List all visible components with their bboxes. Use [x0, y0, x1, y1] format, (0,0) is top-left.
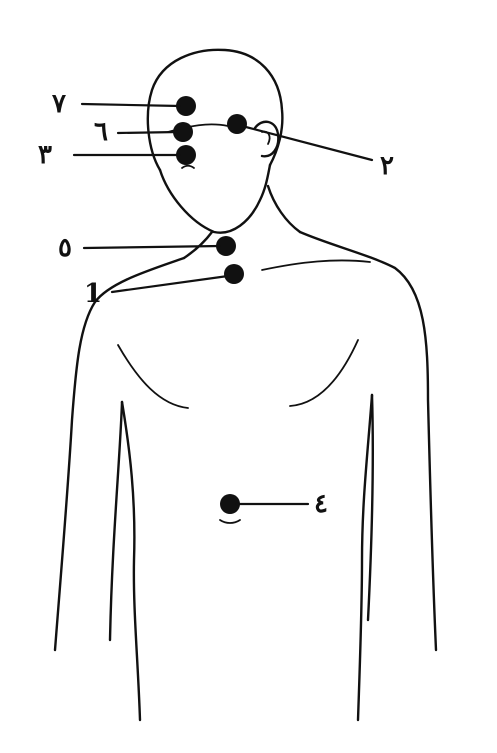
label-point-6: ٦ [94, 117, 108, 147]
torso-outline [55, 232, 436, 720]
points [173, 96, 247, 514]
label-point-3: ٣ [38, 140, 52, 170]
dot-point-2 [227, 114, 247, 134]
label-point-1: 1 [84, 279, 102, 309]
labels: ٧ ٦ ٣ ٢ ٥ 1 ٤ [38, 89, 394, 519]
label-point-2: ٢ [380, 151, 394, 181]
head-outline [148, 50, 283, 233]
label-point-7: ٧ [51, 89, 66, 119]
leader-point-2 [242, 126, 372, 160]
leader-point-5 [84, 246, 220, 248]
label-point-5: ٥ [58, 233, 72, 263]
dot-point-1 [224, 264, 244, 284]
label-point-4: ٤ [314, 489, 328, 519]
leader-point-6 [118, 132, 178, 133]
leader-point-7 [82, 104, 180, 106]
